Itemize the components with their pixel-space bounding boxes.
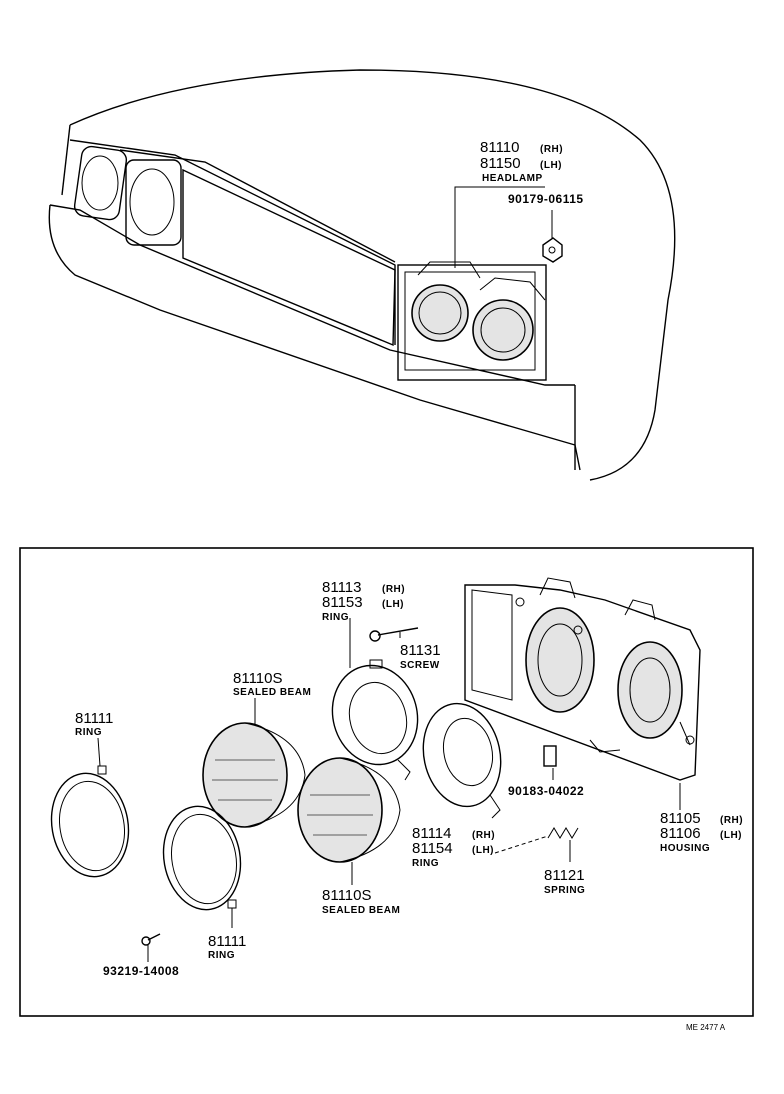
ring-81111-left-part [50,765,130,878]
ring-81114-pn-rh: 81114 [412,825,452,842]
sealed-beam-lower-part [297,757,401,863]
spring-pn: 81121 [544,867,585,884]
bolt-part [141,933,161,946]
housing-pn-rh: 81105 [660,810,701,827]
ring-left-name: RING [75,727,102,738]
headlamp-pn-rh: 81110 [480,139,520,156]
ring-81114-side-lh: (LH) [472,845,494,856]
ring-81113-side-rh: (RH) [382,584,405,595]
vehicle-front-illustration [48,69,676,481]
part-labels: 81113 (RH) 81153 (LH) RING 81131 SCREW 8… [75,579,743,1032]
sealed-beam-lower-name: SEALED BEAM [322,905,400,916]
headlamp-callout: 81110 (RH) 81150 (LH) HEADLAMP 90179-061… [480,139,584,206]
sealed-beam-upper-part [202,722,306,828]
ring-lower-pn: 81111 [208,933,246,950]
housing-side-lh: (LH) [720,830,742,841]
ring-lower-name: RING [208,950,235,961]
ring-81114-side-rh: (RH) [472,830,495,841]
ring-81113-pn-rh: 81113 [322,579,362,596]
ring-81114-name: RING [412,858,439,869]
housing-name: HOUSING [660,843,710,854]
headlamp-side-rh: (RH) [540,144,563,155]
headlamp-side-lh: (LH) [540,160,562,171]
clip-part [543,745,557,767]
ring-81114-part [422,702,502,819]
nut-pn: 90179-06115 [508,192,584,206]
housing-pn-lh: 81106 [660,825,701,842]
ring-81113-side-lh: (LH) [382,599,404,610]
ring-81113-pn-lh: 81153 [322,594,363,611]
sealed-beam-lower-pn: 81110S [322,887,372,904]
sealed-beam-upper-pn: 81110S [233,670,283,687]
clip-pn: 90183-04022 [508,784,584,798]
ring-81113-name: RING [322,612,349,623]
bolt-pn: 93219-14008 [103,964,179,978]
spring-part [494,827,579,854]
spring-name: SPRING [544,885,585,896]
parts-frame [19,547,754,1017]
screw-pn: 81131 [400,642,441,659]
screw-part [369,627,419,642]
ring-left-pn: 81111 [75,710,113,727]
reference-code: ME 2477 A [686,1023,726,1032]
headlamp-name: HEADLAMP [482,173,543,184]
sealed-beam-upper-name: SEALED BEAM [233,687,311,698]
housing-part [464,577,701,781]
ring-81113-part [331,659,419,781]
screw-name: SCREW [400,660,440,671]
leader-lines [97,618,681,962]
ring-81111-lower-part [162,805,242,911]
ring-81114-pn-lh: 81154 [412,840,453,857]
headlamp-pn-lh: 81150 [480,155,521,172]
housing-side-rh: (RH) [720,815,743,826]
